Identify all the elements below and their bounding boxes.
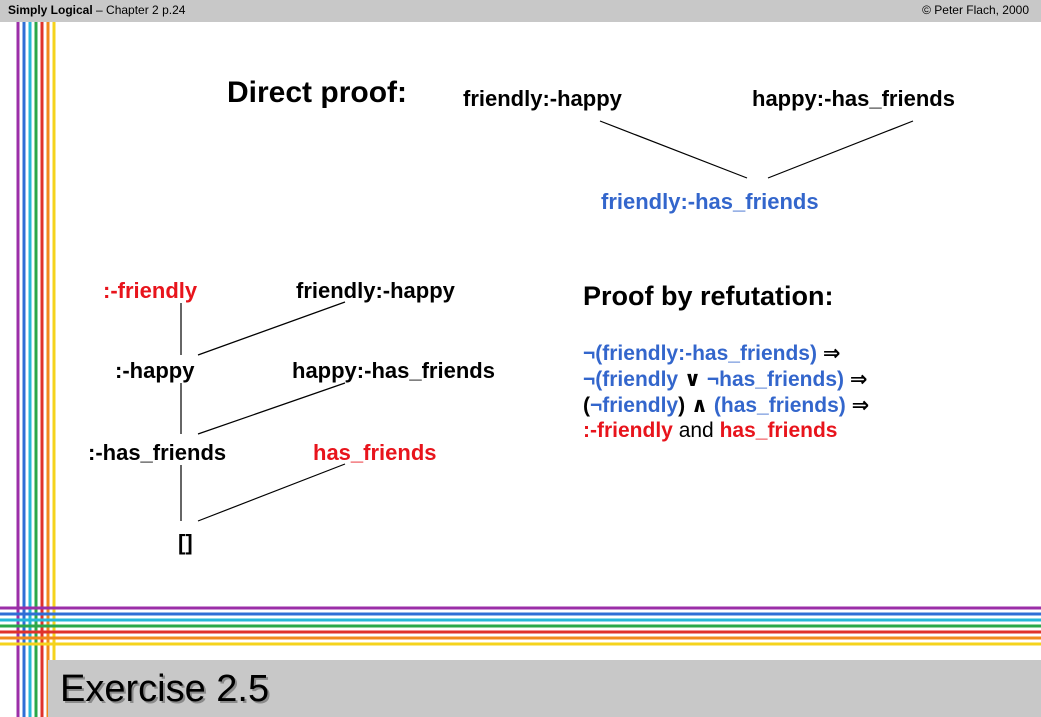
refutation-line-2: ¬(friendly ∨ ¬has_friends) ⇒ (583, 368, 868, 391)
direct-line-right (767, 120, 914, 179)
direct-line-left (599, 120, 748, 179)
refutation-line-3: (¬friendly) ∧ (has_friends) ⇒ (583, 394, 870, 417)
direct-proof-title: Direct proof: (227, 76, 407, 109)
tree-side-fact: has_friends (313, 440, 437, 465)
refutation-line-4: :-friendly and has_friends (583, 419, 838, 442)
tree-empty-clause: [] (178, 530, 193, 555)
tree-node-query: :-friendly (103, 278, 198, 303)
direct-clause-1: friendly:-happy (463, 86, 622, 111)
direct-clause-2: happy:-has_friends (752, 86, 955, 111)
tree-line-d3 (197, 463, 346, 522)
tree-line-d1 (197, 301, 346, 356)
tree-node-has-friends: :-has_friends (88, 440, 227, 465)
header-book-title: Simply Logical – Chapter 2 p.24 (8, 3, 186, 17)
refutation-title: Proof by refutation: (583, 281, 834, 311)
footer-bar (48, 660, 1041, 717)
refutation-line-1: ¬(friendly:-has_friends) ⇒ (583, 342, 841, 365)
tree-line-d2 (197, 382, 346, 435)
exercise-title: Exercise 2.5 (60, 668, 270, 710)
tree-node-happy: :-happy (115, 358, 195, 383)
direct-result: friendly:-has_friends (601, 189, 819, 214)
tree-side-clause-1: friendly:-happy (296, 278, 455, 303)
header-bar (0, 0, 1041, 22)
header-copyright: © Peter Flach, 2000 (922, 3, 1029, 17)
tree-side-clause-2: happy:-has_friends (292, 358, 495, 383)
